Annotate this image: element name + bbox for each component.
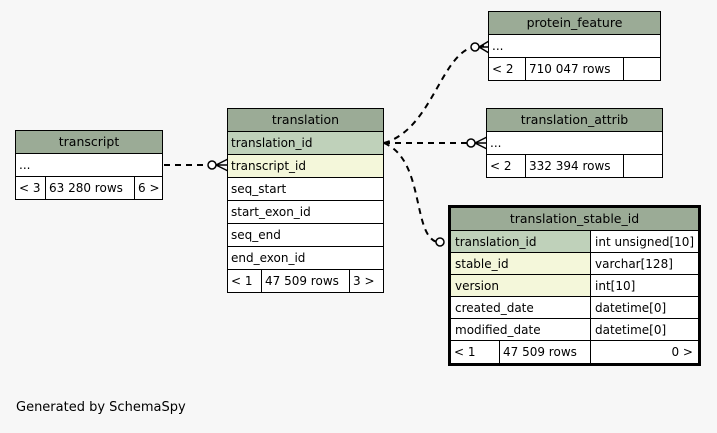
table-title: translation_attrib [487, 109, 662, 132]
table-title: translation_stable_id [451, 208, 698, 231]
table-protein-feature[interactable]: protein_feature ... < 2 710 047 rows [488, 11, 661, 81]
row-count: 47 509 rows [500, 341, 591, 363]
column-transcript-id: transcript_id [228, 155, 383, 178]
table-footer: < 1 47 509 rows 3 > [228, 270, 383, 292]
table-translation-stable-id[interactable]: translation_stable_id translation_id int… [448, 205, 701, 366]
edge-translation-protein-feature [383, 45, 485, 144]
crowfoot-attrib [474, 136, 488, 150]
column-seq-start: seq_start [228, 178, 383, 201]
parent-count[interactable]: < 2 [489, 58, 526, 80]
column-ellipsis: ... [489, 35, 660, 58]
table-footer: < 2 710 047 rows [489, 58, 660, 80]
crowfoot-circle-attrib [466, 138, 476, 148]
column-type: datetime[0] [591, 297, 698, 319]
table-translation[interactable]: translation translation_id transcript_id… [227, 108, 384, 293]
table-title: protein_feature [489, 12, 660, 35]
generated-by-text: Generated by SchemaSpy [16, 400, 186, 415]
column-translation-id: translation_id [451, 231, 591, 253]
column-end-exon-id: end_exon_id [228, 247, 383, 270]
child-count[interactable]: 3 > [353, 274, 375, 288]
row-count: 710 047 rows [526, 58, 624, 80]
row-count: 332 394 rows [526, 155, 624, 177]
child-count[interactable]: 0 > [671, 345, 693, 359]
table-footer: < 2 332 394 rows [487, 155, 662, 177]
table-transcript[interactable]: transcript ... < 3 63 280 rows 6 > [15, 130, 163, 200]
child-count[interactable] [624, 155, 662, 177]
row-count: 63 280 rows [46, 177, 135, 199]
edge-translation-stable-id [383, 142, 438, 243]
crowfoot-translation [215, 158, 229, 172]
column-type: int unsigned[10] [591, 231, 698, 253]
row-count: 47 509 rows [262, 270, 350, 292]
column-type: varchar[128] [591, 253, 698, 275]
parent-count[interactable]: < 1 [228, 270, 262, 292]
column-type: datetime[0] [591, 319, 698, 341]
table-title: translation [228, 109, 383, 132]
crowfoot-protein-feature [478, 40, 490, 54]
table-footer: < 1 47 509 rows 0 > [451, 341, 698, 363]
column-ellipsis: ... [16, 154, 162, 177]
column-ellipsis: ... [487, 132, 662, 155]
crowfoot-circle-stable-id [435, 237, 445, 247]
column-type: int[10] [591, 275, 698, 297]
table-translation-attrib[interactable]: translation_attrib ... < 2 332 394 rows [486, 108, 663, 178]
column-seq-end: seq_end [228, 224, 383, 247]
column-modified-date: modified_date [451, 319, 591, 341]
table-title: transcript [16, 131, 162, 154]
table-footer: < 3 63 280 rows 6 > [16, 177, 162, 199]
parent-count[interactable]: < 2 [487, 155, 526, 177]
column-grid: translation_id int unsigned[10] stable_i… [451, 231, 698, 341]
column-version: version [451, 275, 591, 297]
crowfoot-circle-protein-feature [470, 42, 480, 52]
child-count[interactable]: 6 > [138, 181, 160, 195]
parent-count[interactable]: < 1 [451, 341, 500, 363]
column-start-exon-id: start_exon_id [228, 201, 383, 224]
column-translation-id: translation_id [228, 132, 383, 155]
child-count[interactable] [624, 58, 660, 80]
column-stable-id: stable_id [451, 253, 591, 275]
crowfoot-circle-translation [207, 160, 217, 170]
column-created-date: created_date [451, 297, 591, 319]
parent-count[interactable]: < 3 [16, 177, 46, 199]
